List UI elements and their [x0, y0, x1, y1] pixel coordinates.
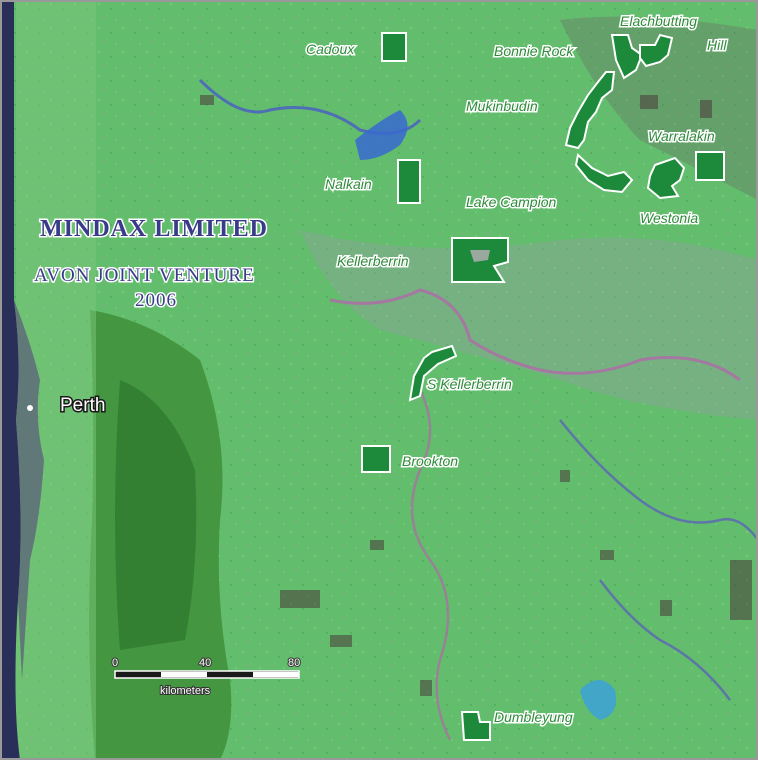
lake-2 — [580, 680, 616, 720]
tenement-lake-campion[interactable] — [574, 153, 634, 194]
tenement-dumbleyung[interactable] — [460, 711, 491, 741]
tenement-bonnie-rock[interactable] — [610, 34, 644, 80]
label-bonnie-rock: Bonnie Rock — [494, 43, 574, 59]
map-title-line1: MINDAX LIMITED — [40, 216, 268, 242]
dark-paddocks — [200, 95, 752, 696]
scale-tick-0: 0 — [112, 657, 118, 669]
lake-1 — [355, 110, 408, 160]
tenement-elachbutting[interactable] — [639, 33, 674, 68]
ocean — [0, 0, 21, 760]
label-elachbutting: Elachbutting — [620, 13, 697, 29]
tenement-westonia[interactable] — [646, 156, 686, 200]
tenement-warralakin[interactable] — [695, 151, 725, 181]
coast-shallows — [14, 300, 44, 680]
label-cadoux: Cadoux — [306, 41, 355, 57]
label-westonia: Westonia — [640, 210, 698, 226]
river-east — [559, 419, 758, 541]
map-title-line3: 2006 — [135, 290, 177, 311]
forest-core — [115, 380, 197, 650]
city-label-perth: Perth — [60, 395, 105, 416]
scale-tick-80: 80 — [288, 657, 300, 669]
farmland-region — [300, 230, 758, 420]
tenement-brookton[interactable] — [361, 445, 391, 473]
label-hill: Hill — [707, 37, 727, 53]
tenement-s-kellerberrin[interactable] — [408, 344, 458, 402]
tenement-mukinbudin[interactable] — [564, 71, 616, 150]
tenement-nalkain[interactable] — [397, 159, 421, 204]
tenement-blocks — [361, 32, 725, 741]
river-avon — [329, 288, 741, 382]
label-warralakin: Warralakin — [648, 128, 715, 144]
label-brookton: Brookton — [402, 453, 458, 469]
scale-bar: 0 40 80 kilometers — [111, 656, 301, 698]
perth-marker-icon — [27, 405, 33, 411]
map-title-line2: AVON JOINT VENTURE — [34, 265, 255, 286]
label-nalkain: Nalkain — [325, 176, 372, 192]
label-s-kellerberrin: S Kellerberrin — [427, 376, 512, 392]
river-southeast — [599, 579, 731, 701]
label-kellerberrin: Kellerberrin — [337, 253, 409, 269]
scale-unit: kilometers — [160, 685, 211, 697]
river-south — [410, 389, 452, 741]
kellerberrin-inner — [470, 250, 490, 262]
scale-tick-40: 40 — [199, 657, 211, 669]
label-lake-campion: Lake Campion — [466, 194, 556, 210]
tenement-cadoux[interactable] — [381, 32, 407, 62]
label-mukinbudin: Mukinbudin — [466, 98, 538, 114]
label-dumbleyung: Dumbleyung — [494, 709, 573, 725]
